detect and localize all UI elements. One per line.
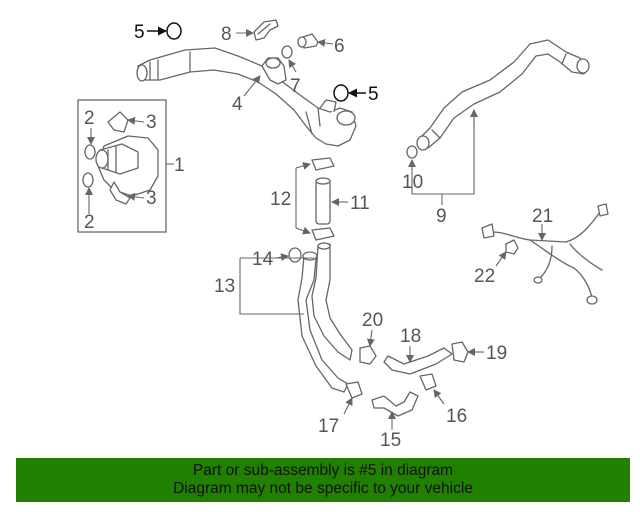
banner-line-2: Diagram may not be specific to your vehi… [173, 480, 473, 497]
callout-6: 6 [334, 36, 345, 57]
callout-5-top: 5 [134, 22, 145, 43]
callout-5-right: 5 [368, 84, 379, 105]
callout-8: 8 [221, 24, 232, 45]
callout-3-top: 3 [146, 112, 157, 133]
hose-11 [315, 177, 331, 225]
callout-18: 18 [400, 326, 421, 347]
hose-18 [383, 347, 453, 375]
callout-3-bottom: 3 [146, 188, 157, 209]
callout-15: 15 [380, 430, 401, 451]
o-ring-5-right [333, 84, 349, 102]
parts-diagram: 5 5 8 6 7 4 2 2 3 3 1 12 11 10 9 21 22 1… [77, 19, 609, 451]
callout-11: 11 [350, 193, 370, 214]
callout-22: 22 [474, 266, 495, 287]
callout-7: 7 [290, 76, 301, 97]
clip-8 [253, 19, 279, 41]
callout-19: 19 [486, 343, 507, 364]
coolant-pipe-4 [136, 47, 357, 147]
coolant-hose-9 [416, 39, 590, 151]
o-ring-10 [406, 145, 418, 159]
callout-20: 20 [362, 310, 383, 331]
hose-15 [371, 391, 419, 417]
callout-10: 10 [402, 172, 423, 193]
coolant-pipe-13 [297, 242, 353, 393]
clamp-19 [451, 341, 469, 363]
clamp-12-lower [311, 227, 335, 241]
clamp-16 [419, 373, 437, 391]
callout-21: 21 [532, 206, 553, 227]
clip-22 [505, 239, 519, 255]
banner-line-1: Part or sub-assembly is #5 in diagram [192, 462, 454, 479]
thermostat-housing-box-1 [77, 99, 167, 233]
callout-2-bottom: 2 [84, 212, 95, 233]
wiring-harness-21 [481, 203, 609, 305]
o-ring-5-top [166, 22, 182, 40]
clamp-17 [345, 381, 363, 399]
sensor-6 [297, 33, 319, 49]
info-banner: Part or sub-assembly is #5 in diagram Di… [16, 458, 630, 502]
clamp-12-upper [311, 157, 335, 171]
callout-14: 14 [252, 249, 274, 270]
callout-17: 17 [318, 416, 339, 437]
callout-16: 16 [446, 406, 467, 427]
callout-12: 12 [270, 189, 291, 210]
o-ring-7 [281, 45, 293, 59]
callout-13: 13 [214, 276, 235, 297]
callout-1: 1 [174, 155, 185, 176]
o-ring-14 [288, 247, 302, 263]
callout-2-top: 2 [84, 108, 95, 129]
callout-4: 4 [232, 94, 243, 115]
clamp-20 [359, 345, 377, 365]
callout-9: 9 [436, 206, 447, 227]
